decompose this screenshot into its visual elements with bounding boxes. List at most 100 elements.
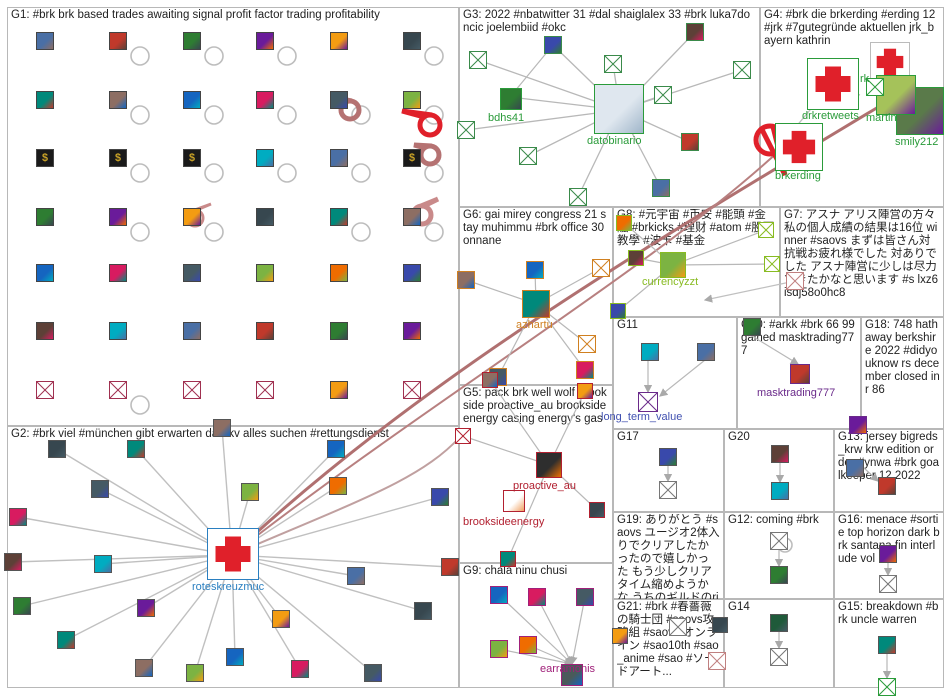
avatar-node[interactable] <box>241 483 259 501</box>
avatar-node[interactable] <box>441 558 459 576</box>
avatar-node[interactable] <box>13 597 31 615</box>
empty-node[interactable] <box>770 648 788 666</box>
avatar-node[interactable] <box>330 32 348 50</box>
avatar-node[interactable] <box>878 477 896 495</box>
avatar-node[interactable] <box>652 179 670 197</box>
empty-node[interactable] <box>109 381 127 399</box>
avatar-node[interactable] <box>712 617 728 633</box>
avatar-node[interactable] <box>183 322 201 340</box>
roteskreuzmuc-node[interactable] <box>207 528 259 580</box>
avatar-node[interactable] <box>183 208 201 226</box>
avatar-node[interactable] <box>347 567 365 585</box>
avatar-node[interactable] <box>57 631 75 649</box>
avatar-node[interactable] <box>770 566 788 584</box>
avatar-node[interactable] <box>403 322 421 340</box>
brkerding-node[interactable] <box>775 123 823 171</box>
avatar-node[interactable] <box>256 149 274 167</box>
avatar-node[interactable] <box>36 208 54 226</box>
avatar-node[interactable] <box>544 36 562 54</box>
avatar-node[interactable] <box>577 383 593 399</box>
avatar-node[interactable] <box>36 264 54 282</box>
avatar-node[interactable] <box>183 32 201 50</box>
avatar-node[interactable] <box>135 659 153 677</box>
avatar-node[interactable] <box>578 335 596 353</box>
azhartu-node[interactable] <box>522 290 550 318</box>
avatar-node[interactable] <box>183 91 201 109</box>
avatar-node[interactable] <box>109 91 127 109</box>
avatar-node[interactable] <box>482 372 498 388</box>
avatar-node[interactable] <box>4 553 22 571</box>
avatar-node[interactable] <box>109 32 127 50</box>
empty-node[interactable] <box>659 481 677 499</box>
masktrading777-node[interactable] <box>790 364 810 384</box>
avatar-node[interactable] <box>9 508 27 526</box>
avatar-node[interactable] <box>743 318 761 336</box>
avatar-node[interactable] <box>686 23 704 41</box>
brooksideenergy-node[interactable] <box>503 490 525 512</box>
avatar-node[interactable] <box>109 208 127 226</box>
avatar-node[interactable]: $ <box>109 149 127 167</box>
avatar-node[interactable] <box>364 664 382 682</box>
avatar-node[interactable] <box>610 303 626 319</box>
avatar-node[interactable] <box>576 361 594 379</box>
avatar-node[interactable] <box>327 440 345 458</box>
avatar-node[interactable] <box>36 91 54 109</box>
avatar-node[interactable] <box>36 322 54 340</box>
avatar-node[interactable] <box>127 440 145 458</box>
avatar-node[interactable] <box>576 588 594 606</box>
avatar-node[interactable] <box>519 636 537 654</box>
avatar-node[interactable] <box>526 261 544 279</box>
avatar-node[interactable] <box>628 250 644 266</box>
avatar-node[interactable] <box>403 208 421 226</box>
avatar-node[interactable] <box>109 264 127 282</box>
avatar-node[interactable] <box>569 188 587 206</box>
avatar-node[interactable] <box>330 208 348 226</box>
avatar-node[interactable] <box>490 586 508 604</box>
earramonis-node[interactable] <box>561 664 583 686</box>
avatar-node[interactable] <box>604 55 622 73</box>
avatar-node[interactable] <box>329 477 347 495</box>
avatar-node[interactable] <box>457 121 475 139</box>
avatar-node[interactable] <box>213 419 231 437</box>
avatar-node[interactable] <box>641 343 659 361</box>
avatar-node[interactable] <box>256 322 274 340</box>
avatar-node[interactable] <box>330 322 348 340</box>
avatar-node[interactable] <box>256 32 274 50</box>
avatar-node[interactable] <box>330 264 348 282</box>
avatar-node[interactable] <box>457 271 475 289</box>
drkretweets-node[interactable] <box>807 58 859 110</box>
avatar-node[interactable] <box>256 264 274 282</box>
empty-node[interactable] <box>669 618 687 636</box>
empty-node[interactable] <box>36 381 54 399</box>
currencyzzt-node[interactable] <box>660 252 686 278</box>
empty-node[interactable] <box>708 652 726 670</box>
avatar-node[interactable] <box>137 599 155 617</box>
avatar-node[interactable] <box>414 602 432 620</box>
avatar-node[interactable] <box>186 664 204 682</box>
avatar-node[interactable] <box>659 448 677 466</box>
avatar-node[interactable] <box>272 610 290 628</box>
datobinario-node[interactable] <box>594 84 644 134</box>
avatar-node[interactable] <box>519 147 537 165</box>
empty-node[interactable] <box>879 575 897 593</box>
avatar-node[interactable] <box>291 660 309 678</box>
avatar-node[interactable] <box>330 381 348 399</box>
avatar-node[interactable] <box>256 208 274 226</box>
avatar-node[interactable] <box>431 488 449 506</box>
avatar-node[interactable] <box>403 264 421 282</box>
avatar-node[interactable]: $ <box>403 149 421 167</box>
avatar-node[interactable] <box>48 440 66 458</box>
empty-node[interactable] <box>770 532 788 550</box>
avatar-node[interactable] <box>330 91 348 109</box>
avatar-node[interactable] <box>733 61 751 79</box>
avatar-node[interactable] <box>612 628 628 644</box>
avatar-node[interactable] <box>771 445 789 463</box>
avatar-node[interactable] <box>36 32 54 50</box>
avatar-node[interactable] <box>91 480 109 498</box>
empty-node[interactable] <box>183 381 201 399</box>
avatar-node[interactable] <box>879 545 897 563</box>
avatar-node[interactable] <box>528 588 546 606</box>
avatar-node[interactable] <box>109 322 127 340</box>
bdhs41-node[interactable] <box>500 88 522 110</box>
avatar-node[interactable] <box>94 555 112 573</box>
